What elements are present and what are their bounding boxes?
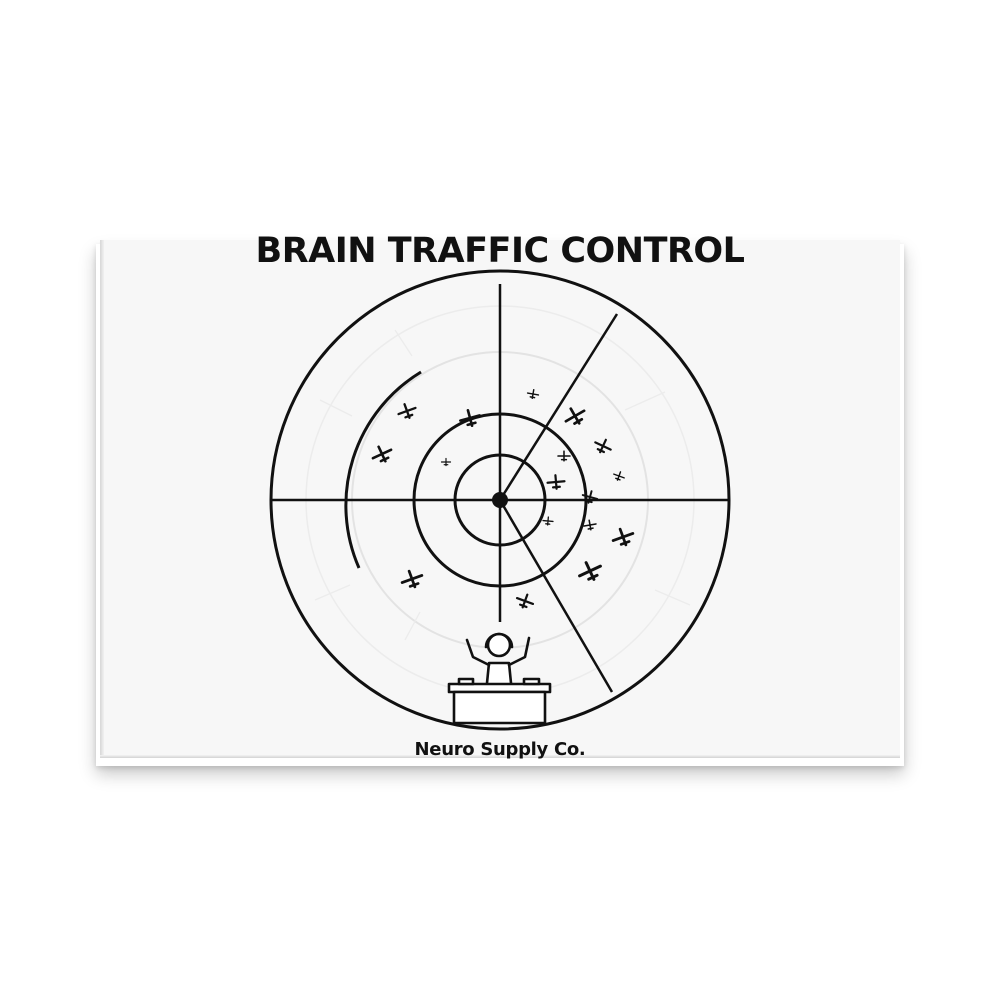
airplane-icon [557, 450, 571, 462]
airplane-icon [582, 518, 598, 532]
radar-sweep-upper [498, 313, 619, 501]
airplane-icon [560, 402, 590, 430]
radar-center-dot [492, 492, 508, 508]
airplane-icon [397, 566, 427, 592]
airplane-icon [394, 399, 420, 423]
canvas-bottom-edge [100, 755, 900, 758]
faint-radial-ticks [314, 329, 691, 641]
brand-name: Neuro Supply Co. [414, 739, 586, 760]
airplane-icon [368, 441, 396, 467]
canvas-left-edge [100, 240, 104, 758]
radar-sweep-lower [498, 499, 614, 693]
airplane-icon [608, 524, 638, 550]
airplane-icon [513, 590, 537, 612]
airplane-icon [545, 473, 567, 491]
airplane-icon [526, 387, 540, 401]
airplane-icon [580, 488, 600, 506]
airplane-icon [574, 556, 606, 586]
airplane-icon [440, 457, 452, 467]
airplane-icon [611, 469, 627, 483]
radar-partial-arc-left [344, 370, 422, 569]
airplane-icon [591, 435, 615, 457]
air-traffic-controller-icon [447, 632, 552, 725]
poster-title: BRAIN TRAFFIC CONTROL [255, 231, 745, 271]
airplane-icon [542, 515, 554, 527]
